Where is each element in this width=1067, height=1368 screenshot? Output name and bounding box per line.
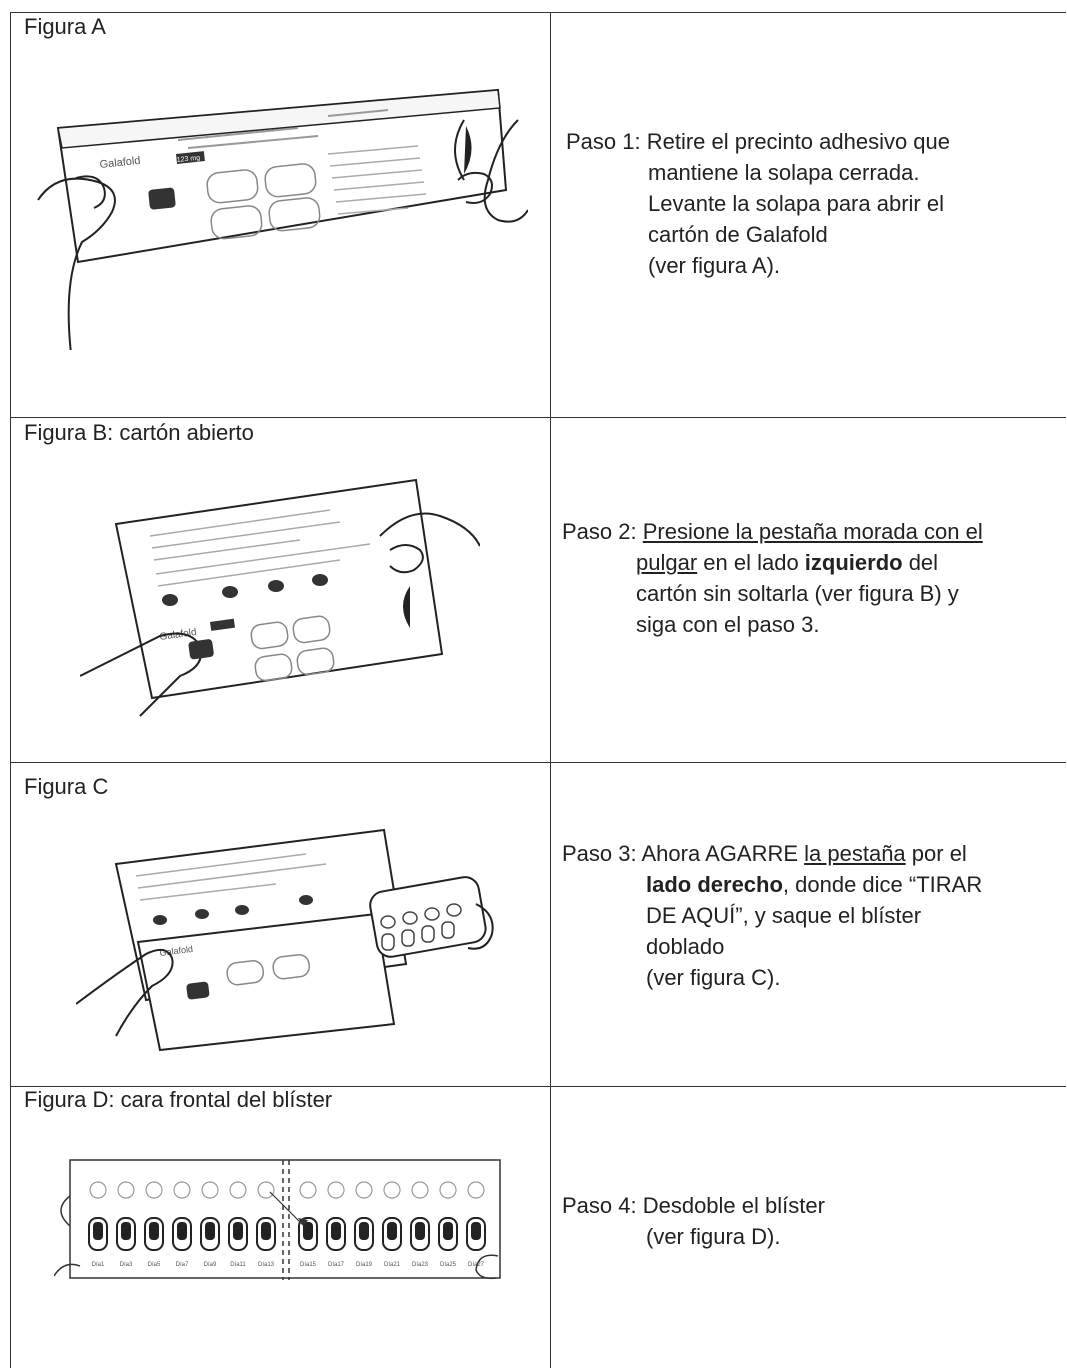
blister-capsule — [303, 1222, 313, 1240]
step-1-line-1: Retire el precinto adhesivo que — [646, 129, 951, 154]
step-1-prefix: Paso 1: — [566, 129, 647, 154]
table-border-left — [10, 12, 11, 1368]
step-3-text-2: , donde dice “TIRAR — [782, 872, 983, 897]
figure-b-illustration: Galafold — [80, 476, 480, 746]
step-2-bold: izquierdo — [804, 550, 903, 575]
step-2-underlined-2: pulgar — [636, 550, 698, 575]
step-2-text-2: del — [902, 550, 939, 575]
blister-capsule — [415, 1222, 425, 1240]
figure-b-label: Figura B: cartón abierto — [24, 420, 254, 445]
blister-empty-slot — [411, 1181, 429, 1199]
blister-capsule — [261, 1222, 271, 1240]
step-3-bold: lado derecho — [646, 872, 783, 897]
blister-day-label: Día15 — [300, 1262, 317, 1268]
blister-day-label: Día21 — [384, 1262, 401, 1268]
blister-day-label: Día23 — [412, 1262, 429, 1268]
step-3-line-3: DE AQUÍ”, y saque el blíster — [646, 903, 922, 928]
carton-open-drawing: Galafold — [80, 478, 480, 717]
blister-empty-slot — [145, 1181, 163, 1199]
step-4-text: Paso 4: Desdoble el blíster (ver figura … — [562, 1190, 825, 1252]
carton-b-brand-text: Galafold — [159, 627, 197, 643]
blister-day-label: Día9 — [204, 1262, 217, 1268]
step-1-line-3: Levante la solapa para abrir el — [648, 191, 944, 216]
blister-empty-slot — [89, 1181, 107, 1199]
blister-capsule — [387, 1222, 397, 1240]
blister-empty-slot — [467, 1181, 485, 1199]
blister-capsule — [149, 1222, 159, 1240]
blister-capsule — [177, 1222, 187, 1240]
carton-c-brand-text: Galafold — [159, 944, 194, 958]
figure-c-label: Figura C — [24, 774, 109, 799]
step-3-underlined: la pestaña — [804, 841, 906, 866]
row-divider-2 — [10, 762, 1066, 763]
step-4-line-1: Paso 4: Desdoble el blíster — [562, 1193, 825, 1218]
blister-day-label: Día25 — [440, 1262, 457, 1268]
step-3-prefix: Paso 3: Ahora AGARRE — [562, 841, 805, 866]
step-4-line-2: (ver figura D). — [646, 1224, 781, 1249]
carton-dose-text: 123 mg — [176, 155, 200, 164]
step-1-text: Paso 1: Retire el precinto adhesivo que … — [566, 126, 950, 281]
step-3-text: Paso 3: Ahora AGARRE la pestaña por el l… — [562, 838, 982, 993]
carton-brand-text: Galafold — [99, 155, 141, 171]
blister-day-label: Día7 — [176, 1262, 189, 1268]
figure-d-label: Figura D: cara frontal del blíster — [24, 1087, 333, 1112]
blister-capsule — [471, 1222, 481, 1240]
step-2-prefix: Paso 2: — [562, 519, 643, 544]
blister-capsule — [93, 1222, 103, 1240]
blister-capsule — [121, 1222, 131, 1240]
step-3-line-5: (ver figura C). — [646, 965, 781, 990]
figure-a-label: Figura A — [24, 14, 106, 39]
row-divider-1 — [10, 417, 1066, 418]
blister-empty-slot — [257, 1181, 275, 1199]
blister-front-drawing: Día1 Día3 Día5 Día7 Día9 Día11 Día13 Día15 Día17… — [54, 1159, 501, 1280]
blister-capsule — [205, 1222, 215, 1240]
step-1-line-5: (ver figura A). — [648, 253, 781, 278]
blister-day-label: Día13 — [258, 1262, 275, 1268]
table-border-top — [10, 12, 1066, 13]
step-2-text: Paso 2: Presione la pestaña morada con e… — [562, 516, 983, 640]
step-2-line-4: siga con el paso 3. — [636, 612, 820, 637]
blister-day-label: Día1 — [92, 1262, 105, 1268]
blister-empty-slot — [355, 1181, 373, 1199]
blister-day-label: Día3 — [120, 1262, 133, 1268]
instruction-table: Figura A Galafold 123 mg — [10, 10, 1066, 1368]
blister-capsule — [233, 1222, 243, 1240]
blister-capsule — [443, 1222, 453, 1240]
column-divider — [550, 12, 551, 1368]
step-1-line-2: mantiene la solapa cerrada. — [648, 160, 920, 185]
blister-empty-slot — [117, 1181, 135, 1199]
blister-empty-slot — [299, 1181, 317, 1199]
blister-empty-slot — [383, 1181, 401, 1199]
blister-empty-slot — [229, 1181, 247, 1199]
blister-capsule — [359, 1222, 369, 1240]
row-divider-3 — [10, 1086, 1066, 1087]
step-1-line-4: cartón de Galafold — [648, 222, 828, 247]
blister-day-label: Día5 — [148, 1262, 161, 1268]
blister-empty-slot — [173, 1181, 191, 1199]
blister-empty-slot — [201, 1181, 219, 1199]
step-2-underlined-1: Presione la pestaña morada con el — [642, 519, 983, 544]
carton-blister-pull-drawing: Galafold — [76, 828, 494, 1052]
blister-day-label: Día11 — [230, 1262, 246, 1268]
figure-c-illustration: Galafold — [76, 824, 496, 1054]
blister-empty-slot — [439, 1181, 457, 1199]
figure-d-illustration: Día1 Día3 Día5 Día7 Día9 Día11 Día13 Día15 Día17… — [54, 1156, 514, 1286]
blister-capsule — [331, 1222, 341, 1240]
carton-closed-drawing: Galafold 123 mg — [37, 88, 528, 350]
blister-day-label: Día19 — [356, 1262, 373, 1268]
step-3-line-4: doblado — [646, 934, 725, 959]
blister-day-label: Día17 — [328, 1262, 345, 1268]
blister-empty-slot — [327, 1181, 345, 1199]
step-3-text-1: por el — [905, 841, 967, 866]
step-2-line-3: cartón sin soltarla (ver figura B) y — [636, 581, 959, 606]
figure-a-illustration: Galafold 123 mg — [28, 50, 528, 350]
step-2-text-1: en el lado — [697, 550, 805, 575]
